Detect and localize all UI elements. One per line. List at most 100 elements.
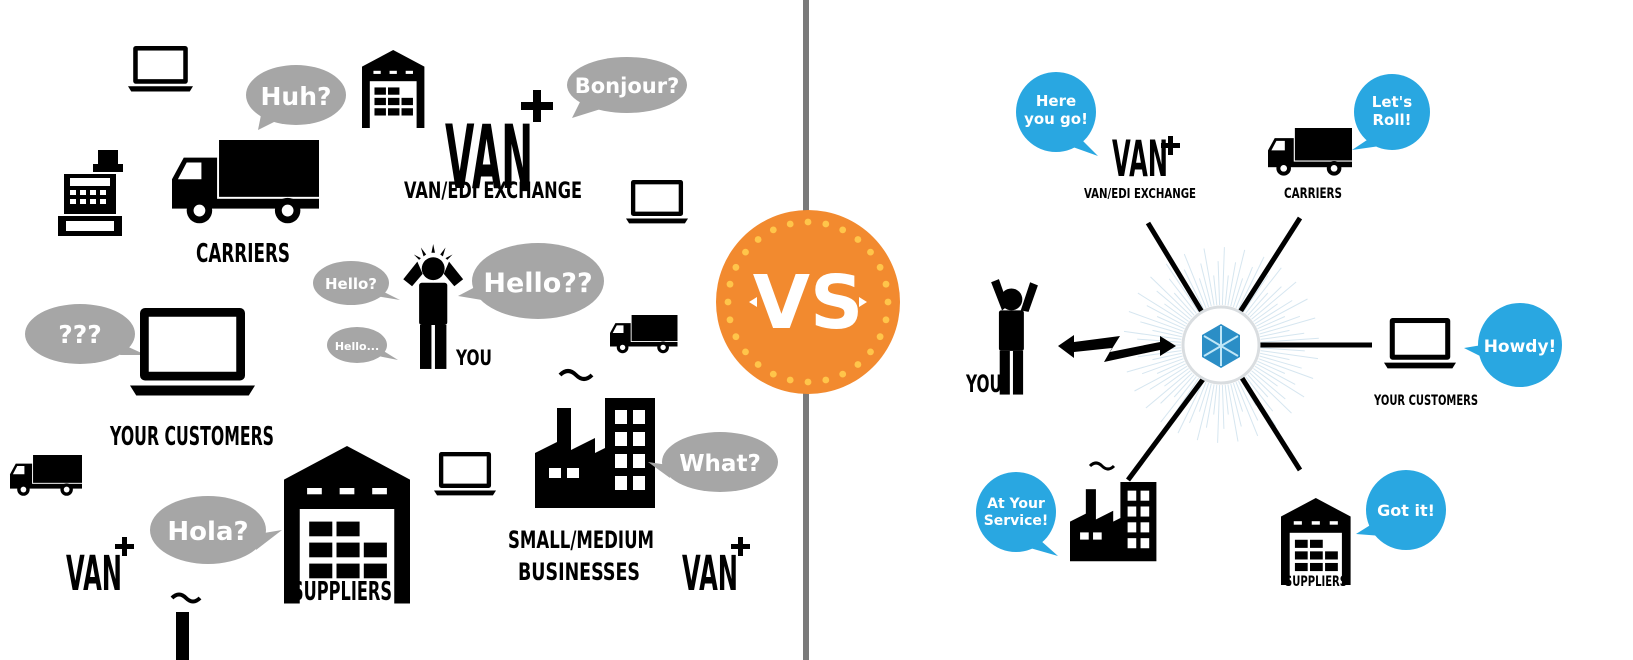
bubble-text-line1: At Your [987, 496, 1045, 512]
sunburst-ray [1196, 383, 1212, 441]
sunburst-ray [1137, 338, 1182, 343]
smb-label-line2: BUSINESSES [518, 558, 640, 586]
laptop-icon [128, 46, 193, 92]
sunburst-ray [1260, 337, 1319, 343]
vs-dot [822, 376, 830, 384]
van-logo-text: VAN [682, 546, 738, 602]
sunburst-ray [1205, 384, 1215, 428]
sunburst-ray [1221, 247, 1225, 306]
speech-bubble-here-you-go: Here you go! [1016, 72, 1098, 156]
vs-dot [882, 316, 890, 324]
sunburst-ray [1249, 286, 1282, 318]
sunburst-ray [1249, 372, 1292, 414]
speech-bubble-hola: Hola? [150, 496, 282, 564]
sunburst-ray [1259, 317, 1316, 335]
right-hub-panel: YOU Here you go! VAN VAN/EDI EXCHANGE CA… [965, 72, 1562, 590]
sunburst-ray [1259, 352, 1290, 361]
factory-smb [535, 369, 655, 508]
plus-icon [731, 537, 750, 556]
factory-chimney-icon [176, 612, 189, 660]
vs-label: VS [753, 260, 864, 346]
vs-dot [742, 348, 749, 356]
van-logo-text: VAN [445, 106, 533, 209]
speech-bubble-got-it: Got it! [1356, 470, 1446, 550]
sunburst-ray [1140, 321, 1183, 335]
stressed-person-icon [403, 244, 464, 369]
plus-icon [521, 90, 553, 122]
sunburst-ray [1173, 292, 1195, 316]
your-customers-label: YOUR CUSTOMERS [1373, 393, 1478, 409]
spoke-factory [1125, 376, 1207, 482]
sunburst-ray [1150, 276, 1193, 318]
smb-label-line1: SMALL/MEDIUM [508, 526, 654, 554]
vs-dot [854, 236, 862, 243]
van-edi-exchange-label: VAN/EDI EXCHANGE [1084, 187, 1196, 202]
bubble-text: Howdy! [1484, 337, 1557, 357]
sunburst-ray [1173, 377, 1200, 415]
vs-dot [786, 220, 794, 228]
speech-bubble-lets-roll: Let's Roll! [1352, 74, 1430, 150]
sunburst-ray [1137, 292, 1188, 325]
sunburst-ray [1126, 355, 1183, 373]
you-label: YOU [455, 346, 492, 370]
vs-dot [726, 316, 734, 324]
bubble-text: ??? [58, 320, 102, 349]
speech-bubble-bonjour: Bonjour? [567, 57, 687, 118]
vs-dot [876, 333, 884, 341]
sunburst-ray [1134, 363, 1186, 392]
spoke-suppliers [1239, 376, 1303, 472]
warehouse-icon [362, 50, 425, 128]
plus-icon [1161, 136, 1180, 155]
vs-dot [839, 370, 847, 378]
sunburst-ray [1165, 263, 1200, 313]
vs-dot [867, 348, 874, 356]
spoke-carriers [1237, 216, 1303, 314]
sunburst-ray [1238, 256, 1265, 310]
sunburst-ray [1232, 278, 1244, 308]
laptop-icon [626, 180, 688, 224]
vs-dot [867, 248, 874, 256]
sunburst-ray [1156, 316, 1185, 330]
sunburst-ray [1242, 275, 1269, 313]
sunburst-ray [1227, 262, 1237, 306]
vs-dot [804, 218, 812, 226]
sunburst-ray [1232, 382, 1244, 412]
factory-partial [170, 592, 202, 660]
sunburst-ray [1217, 384, 1221, 443]
sunburst-ray [1251, 370, 1286, 400]
sunburst-ray [1224, 275, 1229, 306]
sunburst-ray [1160, 376, 1197, 423]
sunburst-ray [1247, 292, 1269, 316]
bubble-text: Huh? [260, 82, 331, 111]
sunburst-ray [1230, 383, 1242, 427]
hub-spokes [1125, 216, 1372, 482]
smoke-icon [558, 369, 594, 381]
sunburst-ray [1168, 278, 1197, 314]
carriers-label: CARRIERS [196, 239, 290, 269]
sunburst-ray [1141, 358, 1184, 375]
bubble-text: Hello? [325, 275, 377, 293]
sunburst-ray [1200, 263, 1212, 307]
sunburst-ray [1145, 370, 1191, 409]
van-logo-text: VAN [1112, 130, 1168, 188]
sunburst-ray [1258, 315, 1301, 332]
your-customers-label: YOUR CUSTOMERS [109, 422, 274, 452]
bubble-text-line1: Let's [1372, 93, 1412, 111]
vs-dot [769, 226, 777, 234]
van-edi-exchange-label: VAN/EDI EXCHANGE [404, 179, 582, 204]
vs-dot [742, 248, 749, 256]
smoke-icon [1088, 461, 1116, 471]
sunburst-ray [1253, 368, 1278, 387]
sunburst-ray [1259, 329, 1290, 338]
sunburst-ray [1156, 290, 1191, 320]
spoke-van [1145, 221, 1205, 314]
sunburst-ray [1152, 329, 1183, 338]
bubble-text: What? [679, 451, 761, 477]
bubble-text: Got it! [1377, 501, 1435, 520]
sunburst-ray [1230, 249, 1246, 307]
van-logo-bottom-left: VAN [66, 537, 134, 602]
sunburst-ray [1149, 365, 1188, 390]
sunburst-ray [1128, 311, 1184, 332]
